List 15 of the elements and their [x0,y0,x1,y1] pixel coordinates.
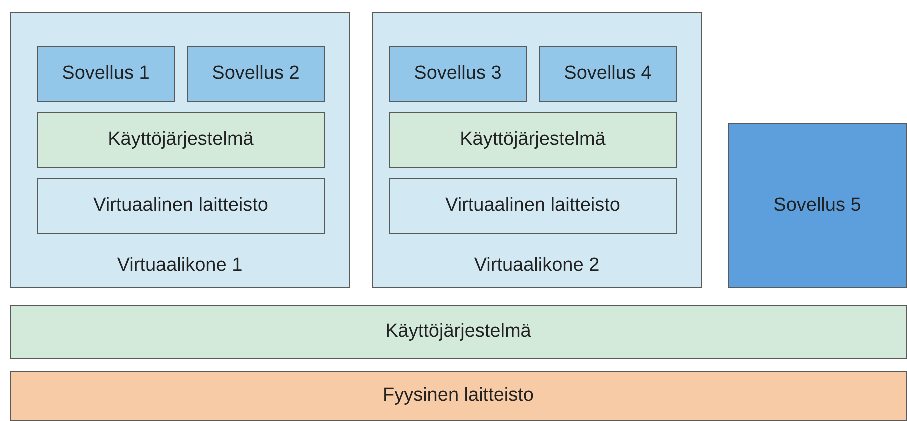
virtual-hardware-box: Virtuaalinen laitteisto [389,178,677,234]
application-box: Sovellus 3 [389,46,527,102]
operating-system-box: Käyttöjärjestelmä [37,112,325,168]
physical-hardware-layer: Fyysinen laitteisto [10,371,907,421]
virtual-machine-panel [10,12,350,288]
panel-title: Virtuaalikone 1 [116,255,244,277]
panel-title: Virtuaalikone 2 [473,255,601,277]
application-box: Sovellus 5 [728,123,907,288]
application-box: Sovellus 1 [37,46,175,102]
application-box: Sovellus 2 [187,46,325,102]
application-box: Sovellus 4 [539,46,677,102]
operating-system-layer: Käyttöjärjestelmä [10,305,907,359]
virtual-hardware-box: Virtuaalinen laitteisto [37,178,325,234]
virtual-machine-panel [372,12,702,288]
operating-system-box: Käyttöjärjestelmä [389,112,677,168]
